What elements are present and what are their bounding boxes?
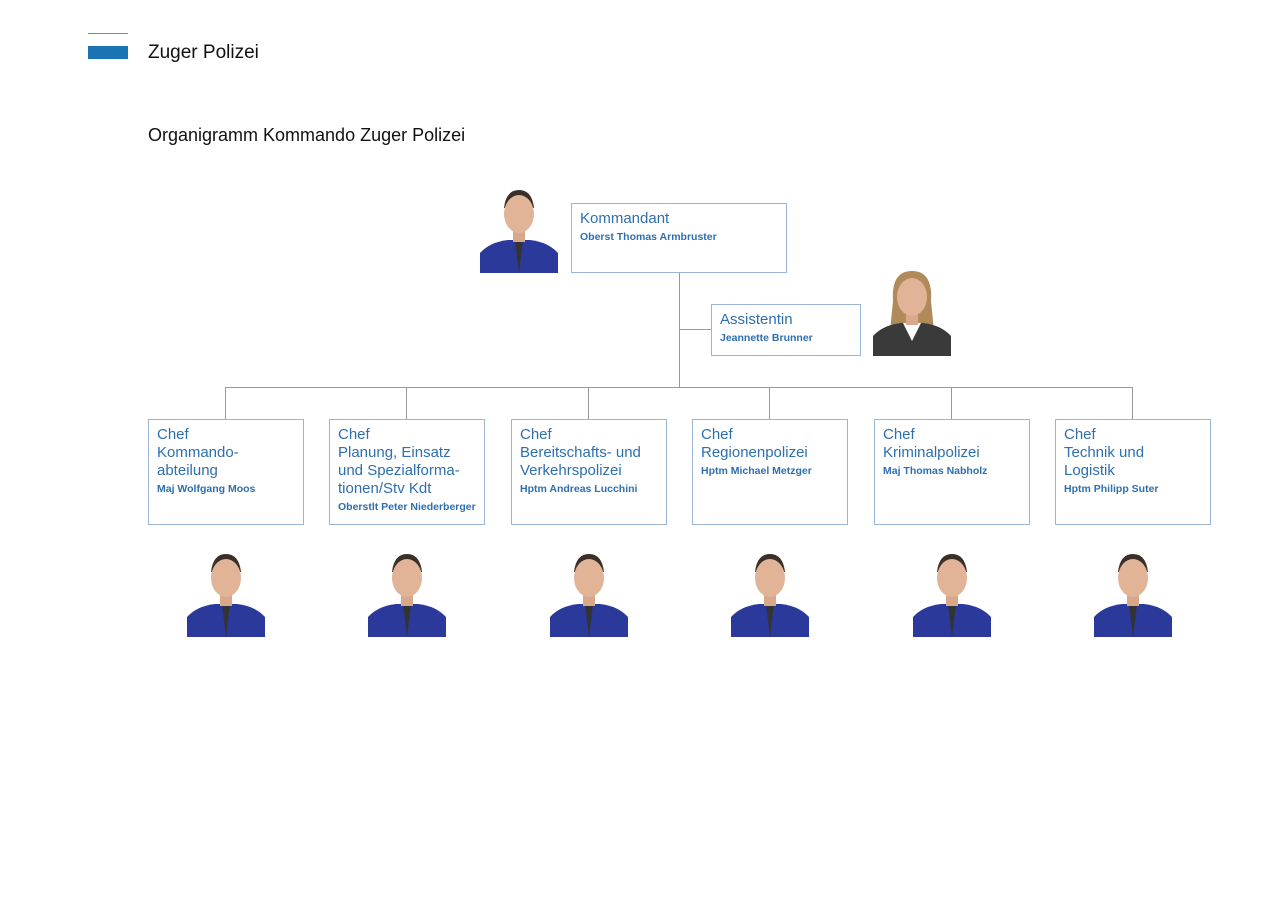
role-title: Kommando- <box>157 444 239 461</box>
box-assistentin: Assistentin Jeannette Brunner <box>711 304 861 356</box>
role-title: Chef <box>338 426 370 443</box>
role-title: Bereitschafts- und <box>520 444 641 461</box>
portrait-photo <box>913 542 991 637</box>
role-title: Regionenpolizei <box>701 444 808 461</box>
role-title: Logistik <box>1064 462 1115 479</box>
person-name: Jeannette Brunner <box>720 332 813 344</box>
connector-line <box>1132 387 1133 419</box>
logo-line <box>88 33 128 34</box>
person-name: Oberst Thomas Armbruster <box>580 231 717 243</box>
role-title: tionen/Stv Kdt <box>338 480 432 497</box>
role-title: Chef <box>701 426 733 443</box>
role-title: Planung, Einsatz <box>338 444 451 461</box>
portrait-photo <box>368 542 446 637</box>
role-title: Verkehrspolizei <box>520 462 622 479</box>
portrait-photo <box>873 261 951 356</box>
portrait-photo <box>187 542 265 637</box>
person-name: Maj Wolfgang Moos <box>157 483 256 495</box>
box-kommandant: Kommandant Oberst Thomas Armbruster <box>571 203 787 273</box>
role-title: abteilung <box>157 462 218 479</box>
page-title: Organigramm Kommando Zuger Polizei <box>148 125 466 145</box>
person-name: Maj Thomas Nabholz <box>883 465 988 477</box>
connector-line <box>225 387 1133 388</box>
role-title: und Spezialforma- <box>338 462 460 479</box>
connector-line <box>406 387 407 419</box>
role-title: Technik und <box>1064 444 1145 461</box>
connector-line <box>679 329 711 330</box>
role-title: Assistentin <box>720 311 793 328</box>
person-name: Hptm Andreas Lucchini <box>520 483 638 495</box>
connector-line <box>225 387 226 419</box>
role-title: Chef <box>157 426 189 443</box>
role-title: Chef <box>520 426 552 443</box>
portrait-photo <box>1094 542 1172 637</box>
role-title: Kommandant <box>580 210 670 227</box>
person-name: Hptm Michael Metzger <box>701 465 812 477</box>
brand-name: Zuger Polizei <box>148 42 259 63</box>
connector-line <box>951 387 952 419</box>
connector-line <box>588 387 589 419</box>
portrait-photo <box>731 542 809 637</box>
portrait-photo <box>480 178 558 273</box>
role-title: Chef <box>883 426 915 443</box>
connector-line <box>769 387 770 419</box>
person-name: Hptm Philipp Suter <box>1064 483 1159 495</box>
role-title: Chef <box>1064 426 1096 443</box>
person-name: Oberstlt Peter Niederberger <box>338 501 476 513</box>
role-title: Kriminalpolizei <box>883 444 980 461</box>
logo-bar <box>88 46 128 59</box>
portrait-photo <box>550 542 628 637</box>
